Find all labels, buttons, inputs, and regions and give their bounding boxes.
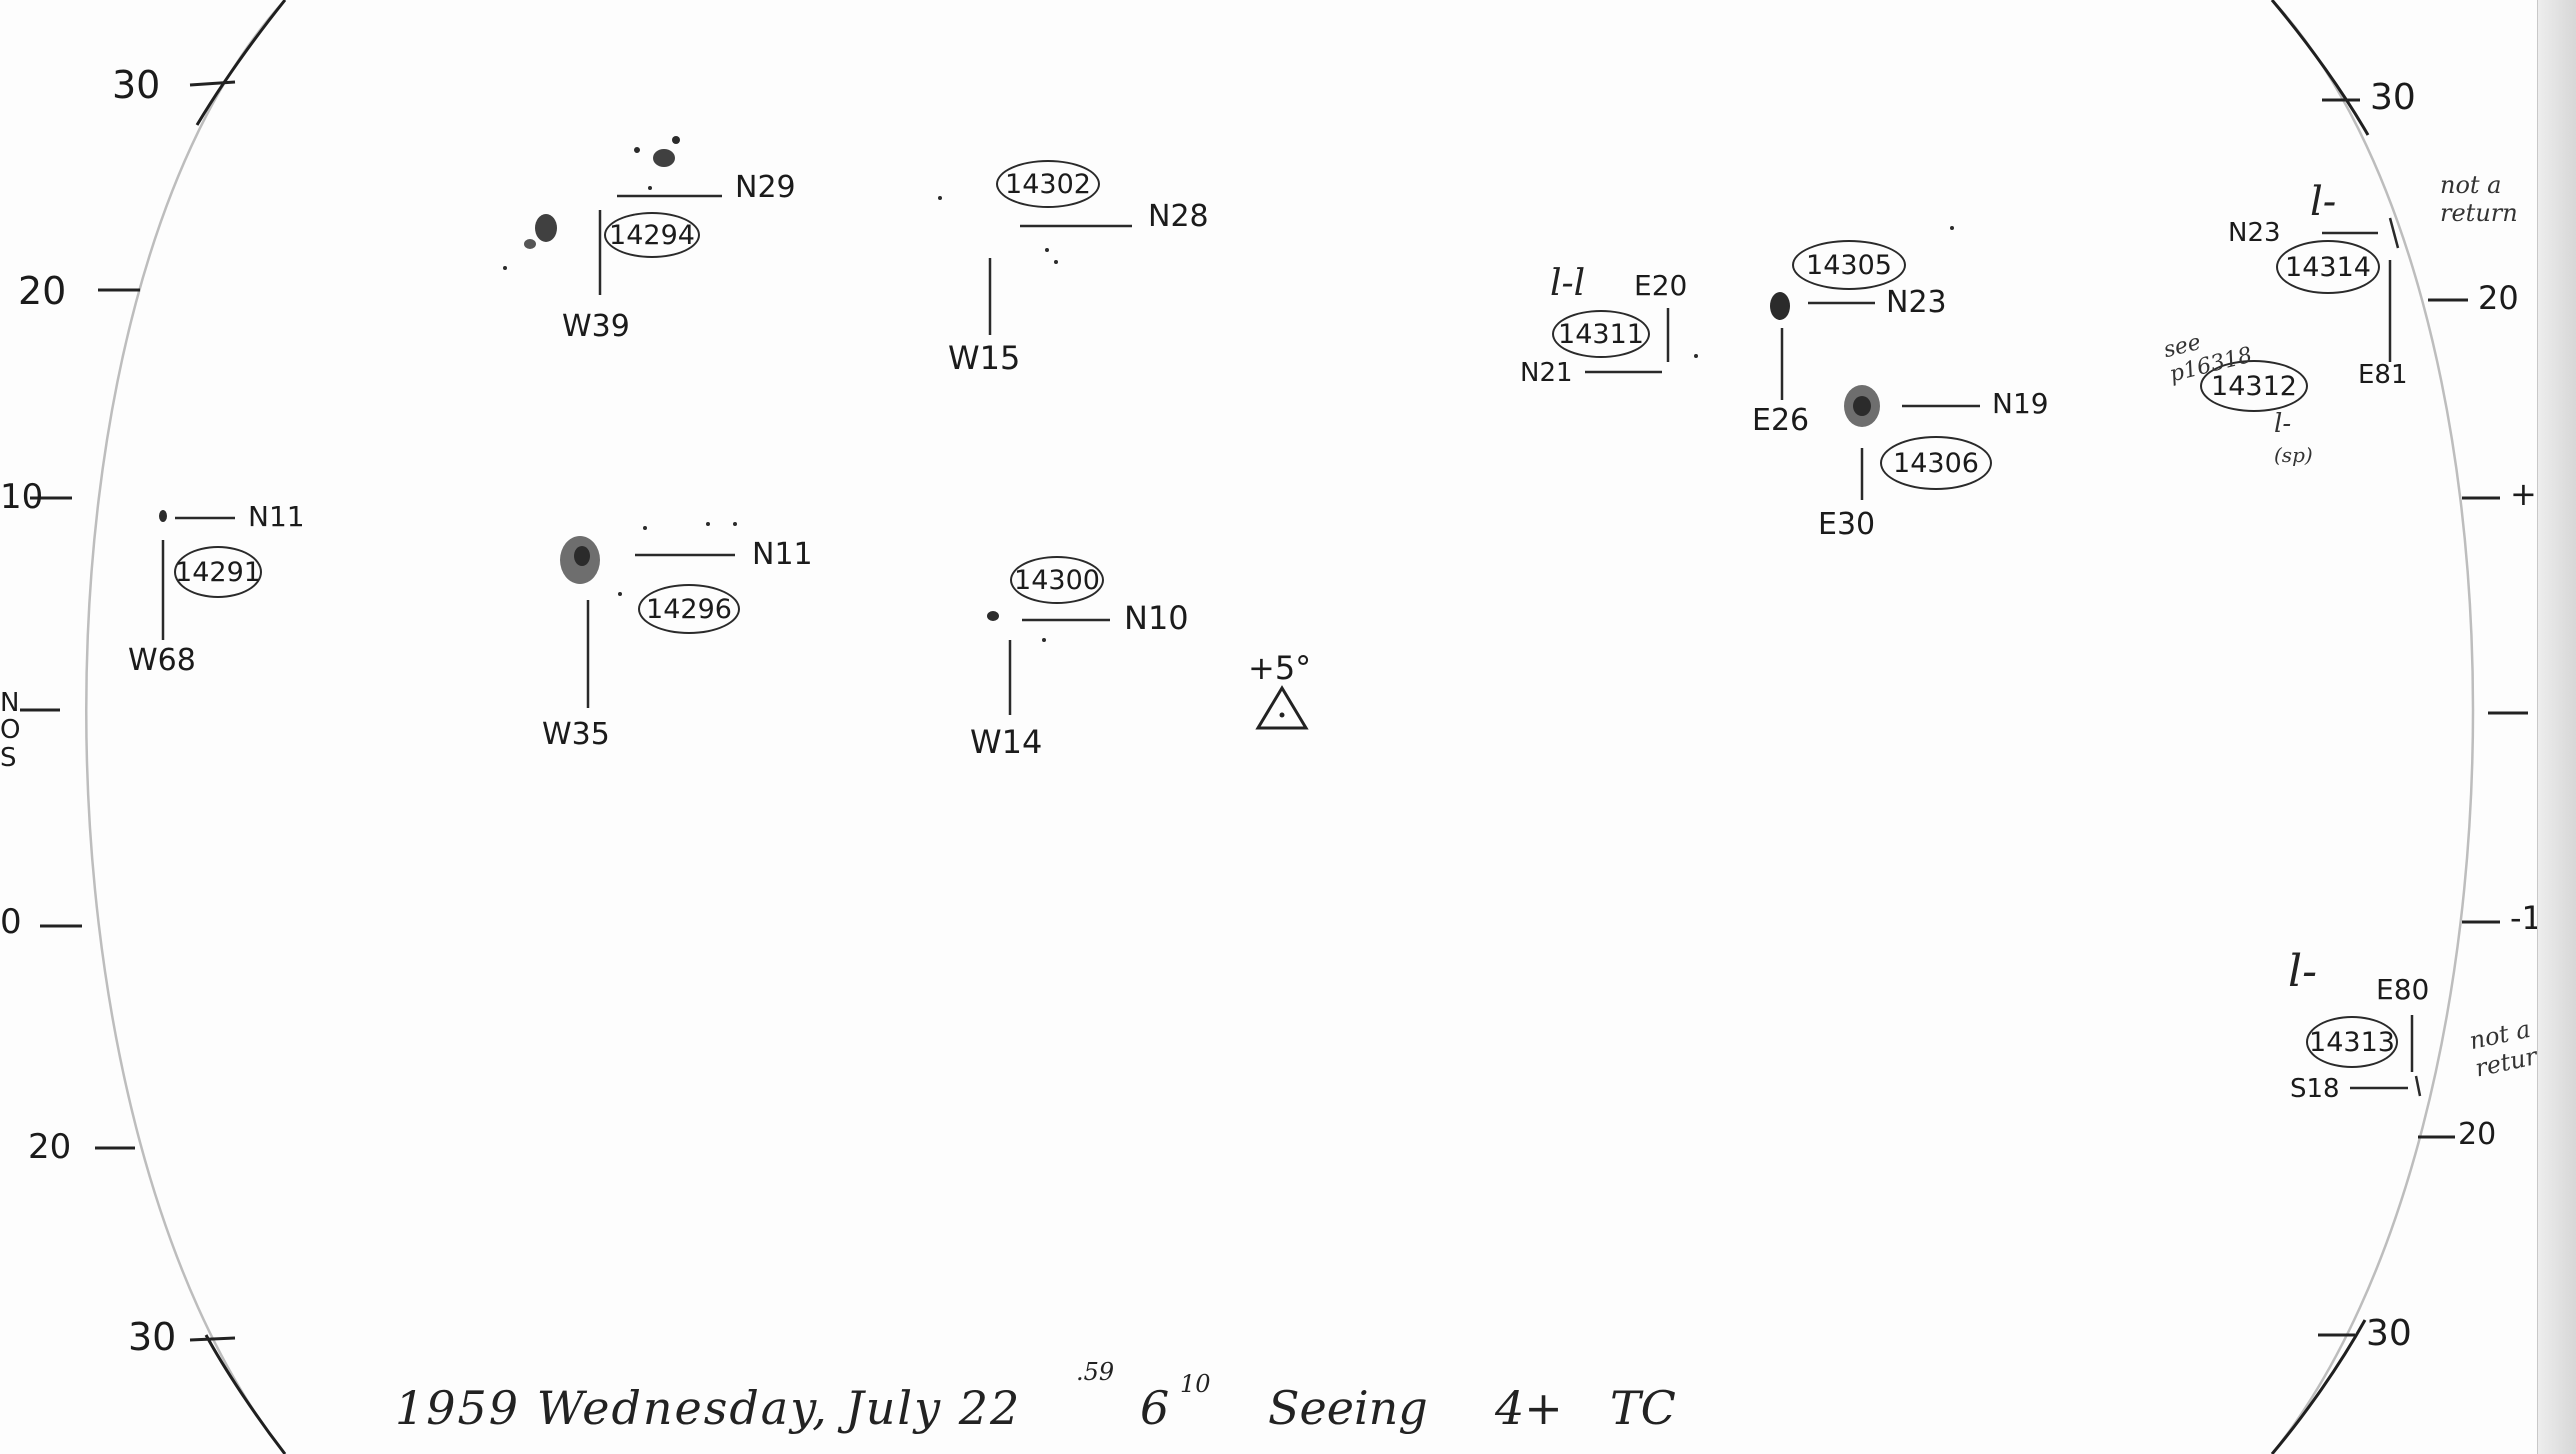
group-leader-lines: [161, 194, 2422, 1097]
lat-label-20-lower-left: 20: [28, 1127, 72, 1167]
disk-limb-left: [85, 0, 286, 1454]
group-14313-latitude: S18: [2290, 1074, 2340, 1104]
lat-label-20-lower-right: 20: [2458, 1117, 2497, 1152]
seeing-label: Seeing: [1268, 1381, 1428, 1435]
observation-time-minutes: .59: [1076, 1358, 1115, 1386]
group-14313-longitude: E80: [2376, 973, 2430, 1006]
group-14314-class-note: l-: [2310, 179, 2337, 225]
observer-initials: TC: [1610, 1381, 1676, 1435]
group-14291-number: 14291: [174, 546, 262, 598]
group-14306-latitude: N19: [1992, 387, 2049, 420]
lat-label-30-bottom-left: 30: [128, 1315, 177, 1359]
group-14294-latitude: N29: [735, 170, 796, 205]
group-14312-number: 14312: [2200, 360, 2308, 412]
group-14313-class-note: l-: [2288, 946, 2317, 997]
group-14300-number: 14300: [1010, 556, 1104, 604]
latitude-ticks-left: [20, 80, 236, 1342]
disk-limb-right: [2271, 0, 2475, 1454]
group-14294-longitude: W39: [562, 309, 630, 344]
group-14300-latitude: N10: [1124, 599, 1189, 637]
lat-label-20-left: 20: [18, 269, 67, 313]
group-14300-longitude: W14: [970, 723, 1043, 761]
group-14311-longitude: E20: [1634, 269, 1688, 302]
lat-label-10-left: 10: [0, 477, 44, 517]
observation-hour: 6: [1140, 1381, 1170, 1435]
group-14305-longitude: E26: [1752, 403, 1810, 438]
group-14306-number: 14306: [1880, 436, 1992, 490]
group-14314-longitude: E81: [2358, 360, 2408, 390]
center-meridian-label: +5°: [1248, 649, 1312, 687]
observation-caption: 1959 Wednesday, July 22: [395, 1381, 1022, 1435]
group-14294-number: 14294: [604, 212, 700, 258]
group-14302-number: 14302: [996, 160, 1100, 208]
group-14305-number: 14305: [1792, 240, 1906, 290]
group-14312-class-note: l-(sp): [2274, 409, 2313, 467]
group-14313-number: 14313: [2306, 1016, 2398, 1068]
lat-label-20-right: 20: [2478, 279, 2519, 317]
group-14296-longitude: W35: [542, 717, 610, 752]
limb-arc-top-right: [2270, 0, 2370, 136]
sunspots: [159, 136, 1954, 642]
observation-hour-superscript: 10: [1180, 1370, 1211, 1398]
seeing-value: 4+: [1495, 1381, 1563, 1435]
group-14311-class-note: l-l: [1550, 263, 1586, 304]
lat-label-30-top-right: 30: [2370, 77, 2416, 118]
group-14291-longitude: W68: [128, 643, 196, 678]
lat-label-30-bottom-right: 30: [2366, 1313, 2412, 1354]
group-14314-number: 14314: [2276, 240, 2380, 294]
lat-label-30-top-left: 30: [112, 63, 161, 107]
group-14291-latitude: N11: [248, 500, 305, 533]
group-14302-longitude: W15: [948, 339, 1021, 377]
latitude-ticks-right: [2318, 98, 2528, 1337]
limb-arc-bottom-right: [2270, 1319, 2367, 1454]
center-triangle-icon: [1255, 685, 1309, 730]
group-14296-latitude: N11: [752, 537, 813, 572]
limb-arc-bottom-left: [204, 1334, 287, 1454]
lat-label-0-left: 0: [0, 902, 22, 942]
page-edge: [2537, 0, 2576, 1454]
group-14296-number: 14296: [638, 584, 740, 634]
limb-arc-top-left: [195, 0, 287, 126]
group-14302-latitude: N28: [1148, 199, 1209, 234]
group-14305-latitude: N23: [1886, 285, 1947, 320]
group-14311-latitude: N21: [1520, 358, 1573, 388]
group-14311-number: 14311: [1552, 310, 1650, 358]
group-14314-latitude: N23: [2228, 218, 2281, 248]
group-14306-longitude: E30: [1818, 507, 1876, 542]
